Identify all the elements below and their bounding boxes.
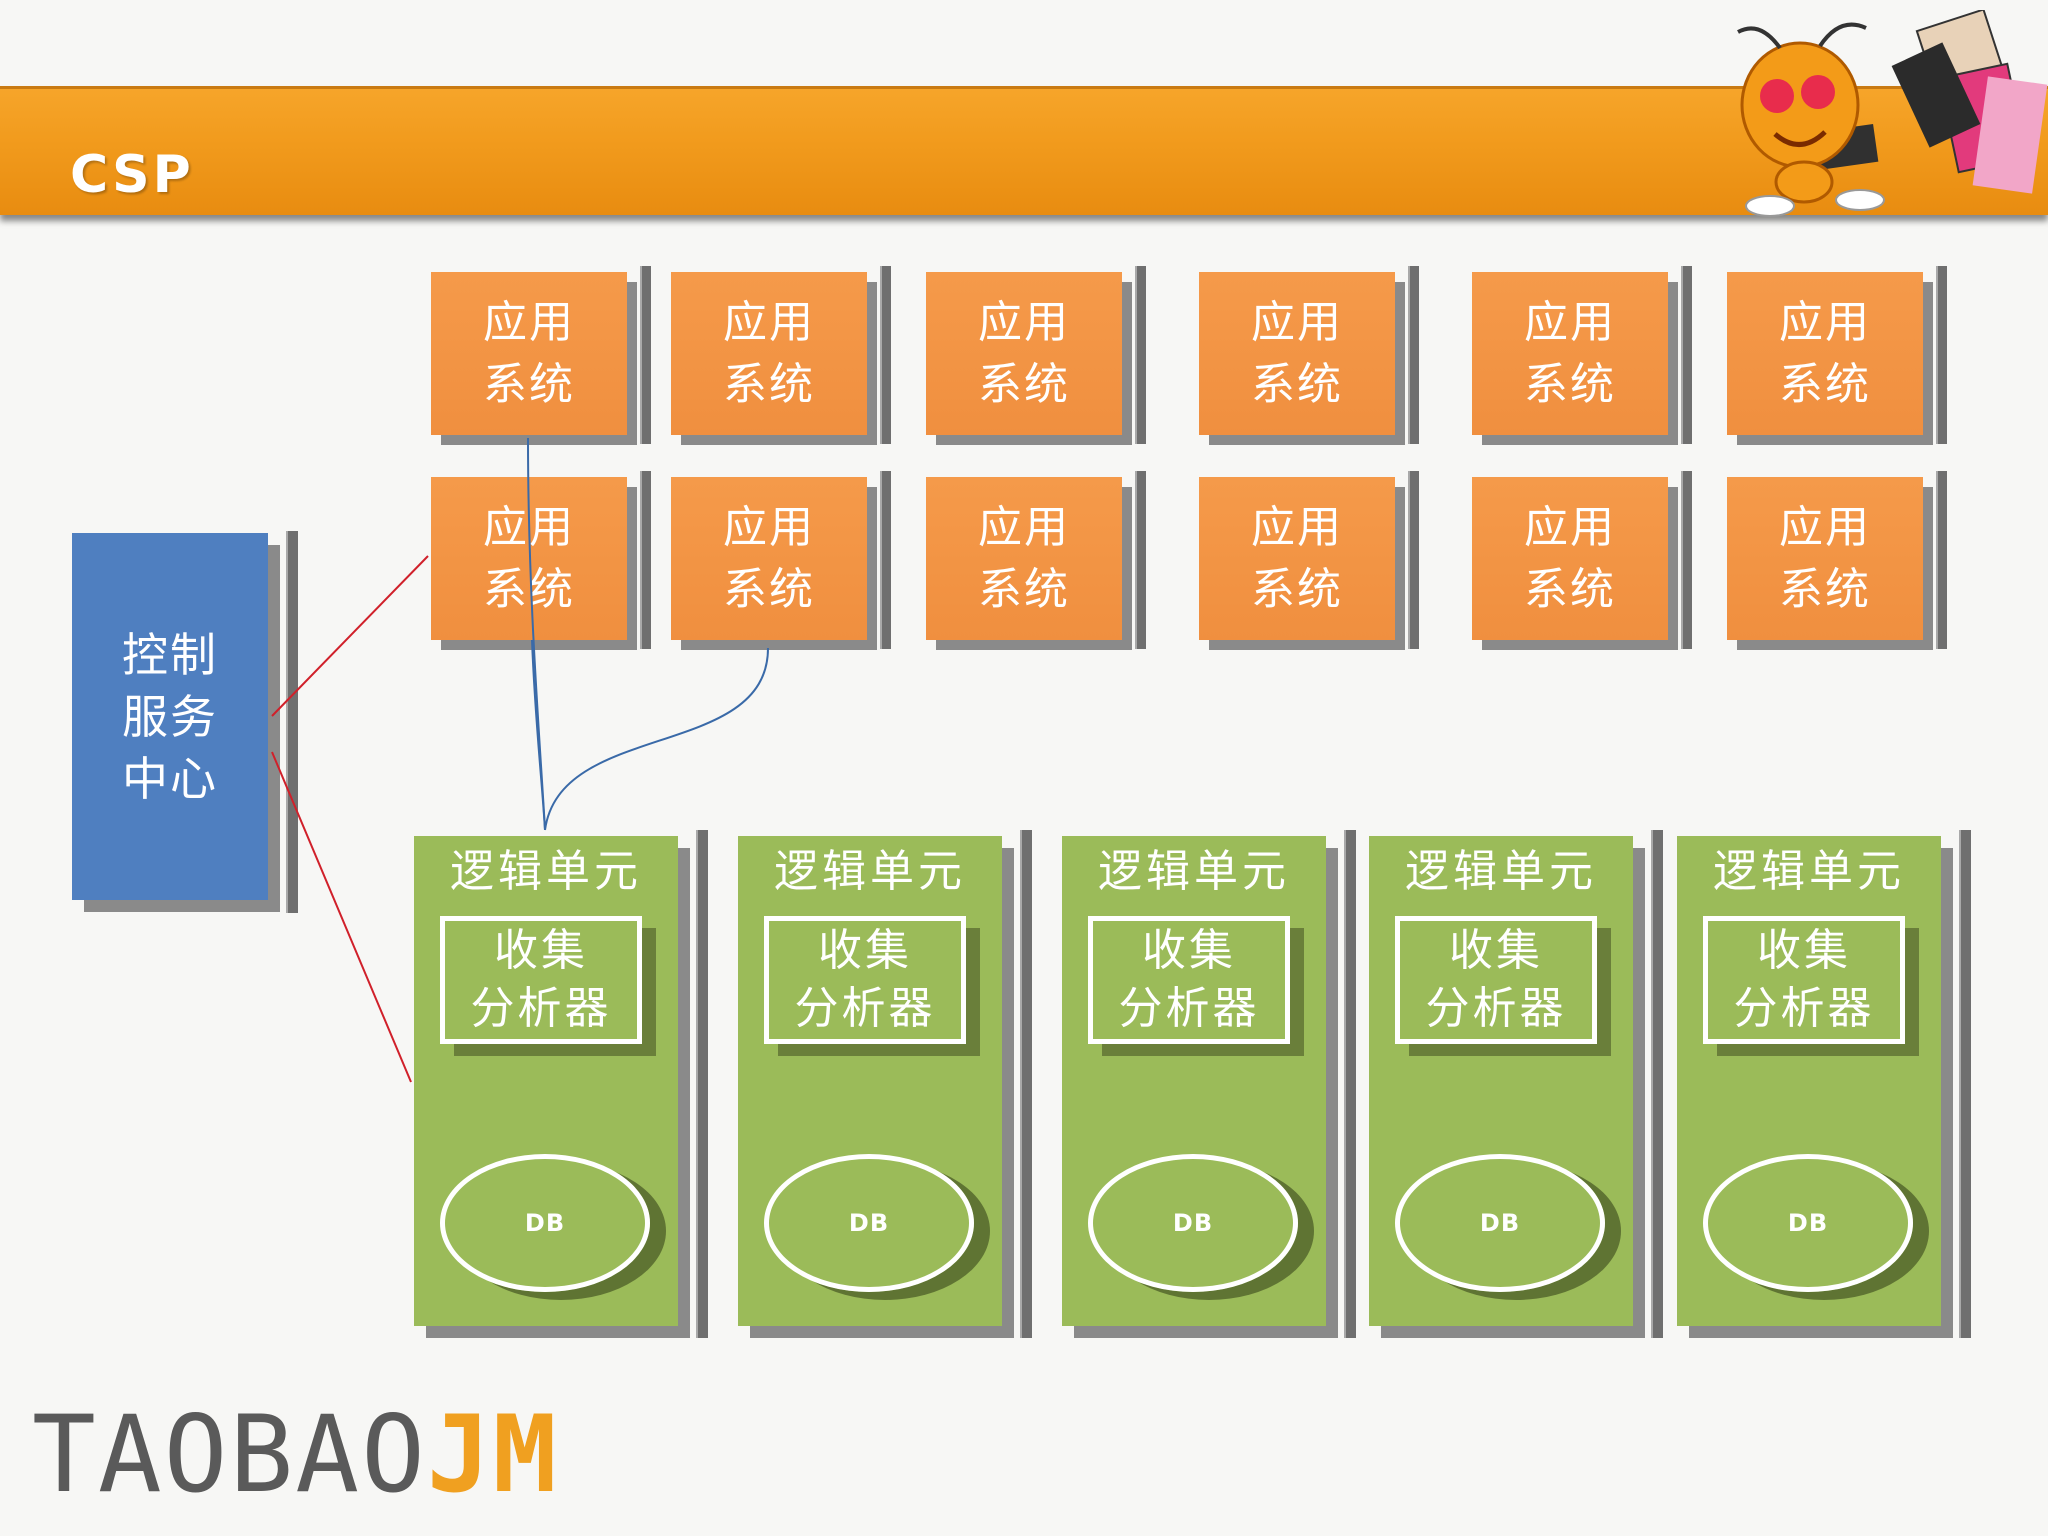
collector-analyzer: 收集 分析器 bbox=[440, 916, 642, 1044]
logic-unit-title: 逻辑单元 bbox=[1405, 846, 1597, 897]
collector-analyzer: 收集 分析器 bbox=[1395, 916, 1597, 1044]
header-bar: CSP bbox=[0, 86, 2048, 215]
collector-analyzer: 收集 分析器 bbox=[1088, 916, 1290, 1044]
collector-analyzer: 收集 分析器 bbox=[1703, 916, 1905, 1044]
slide-title: CSP bbox=[70, 145, 194, 205]
db-cylinder: DB bbox=[764, 1154, 974, 1292]
app-system-box: 应用 系统 bbox=[671, 266, 891, 444]
logic-unit-title: 逻辑单元 bbox=[1098, 846, 1290, 897]
app-to-unit-line bbox=[531, 639, 546, 831]
logic-unit: 逻辑单元 收集 分析器 DB bbox=[738, 830, 1032, 1338]
logic-unit-title: 逻辑单元 bbox=[1713, 846, 1905, 897]
app-system-box: 应用 系统 bbox=[1472, 266, 1692, 444]
app-to-unit-line bbox=[544, 647, 769, 831]
db-cylinder: DB bbox=[1395, 1154, 1605, 1292]
logic-unit: 逻辑单元 收集 分析器 DB bbox=[1677, 830, 1971, 1338]
app-system-box: 应用 系统 bbox=[1472, 471, 1692, 649]
app-system-box: 应用 系统 bbox=[1727, 266, 1947, 444]
app-system-box: 应用 系统 bbox=[671, 471, 891, 649]
app-system-box: 应用 系统 bbox=[431, 266, 651, 444]
app-system-box: 应用 系统 bbox=[1727, 471, 1947, 649]
app-system-box: 应用 系统 bbox=[926, 471, 1146, 649]
logic-unit: 逻辑单元 收集 分析器 DB bbox=[414, 830, 708, 1338]
db-cylinder: DB bbox=[1088, 1154, 1298, 1292]
collector-analyzer: 收集 分析器 bbox=[764, 916, 966, 1044]
logic-unit: 逻辑单元 收集 分析器 DB bbox=[1369, 830, 1663, 1338]
taobaojm-logo: TAOBAOJM bbox=[32, 1400, 559, 1510]
app-system-box: 应用 系统 bbox=[1199, 471, 1419, 649]
logo-text-orange: JM bbox=[426, 1393, 559, 1516]
control-service-center: 控制 服务 中心 bbox=[72, 531, 298, 913]
logic-unit-title: 逻辑单元 bbox=[450, 846, 642, 897]
logic-unit-title: 逻辑单元 bbox=[774, 846, 966, 897]
db-cylinder: DB bbox=[440, 1154, 650, 1292]
app-system-box: 应用 系统 bbox=[926, 266, 1146, 444]
logo-text-gray: TAOBAO bbox=[32, 1393, 427, 1516]
app-system-box: 应用 系统 bbox=[1199, 266, 1419, 444]
ant-mascot-shopping-icon bbox=[1737, 10, 2048, 217]
app-system-box: 应用 系统 bbox=[431, 471, 651, 649]
logic-unit: 逻辑单元 收集 分析器 DB bbox=[1062, 830, 1356, 1338]
db-cylinder: DB bbox=[1703, 1154, 1913, 1292]
